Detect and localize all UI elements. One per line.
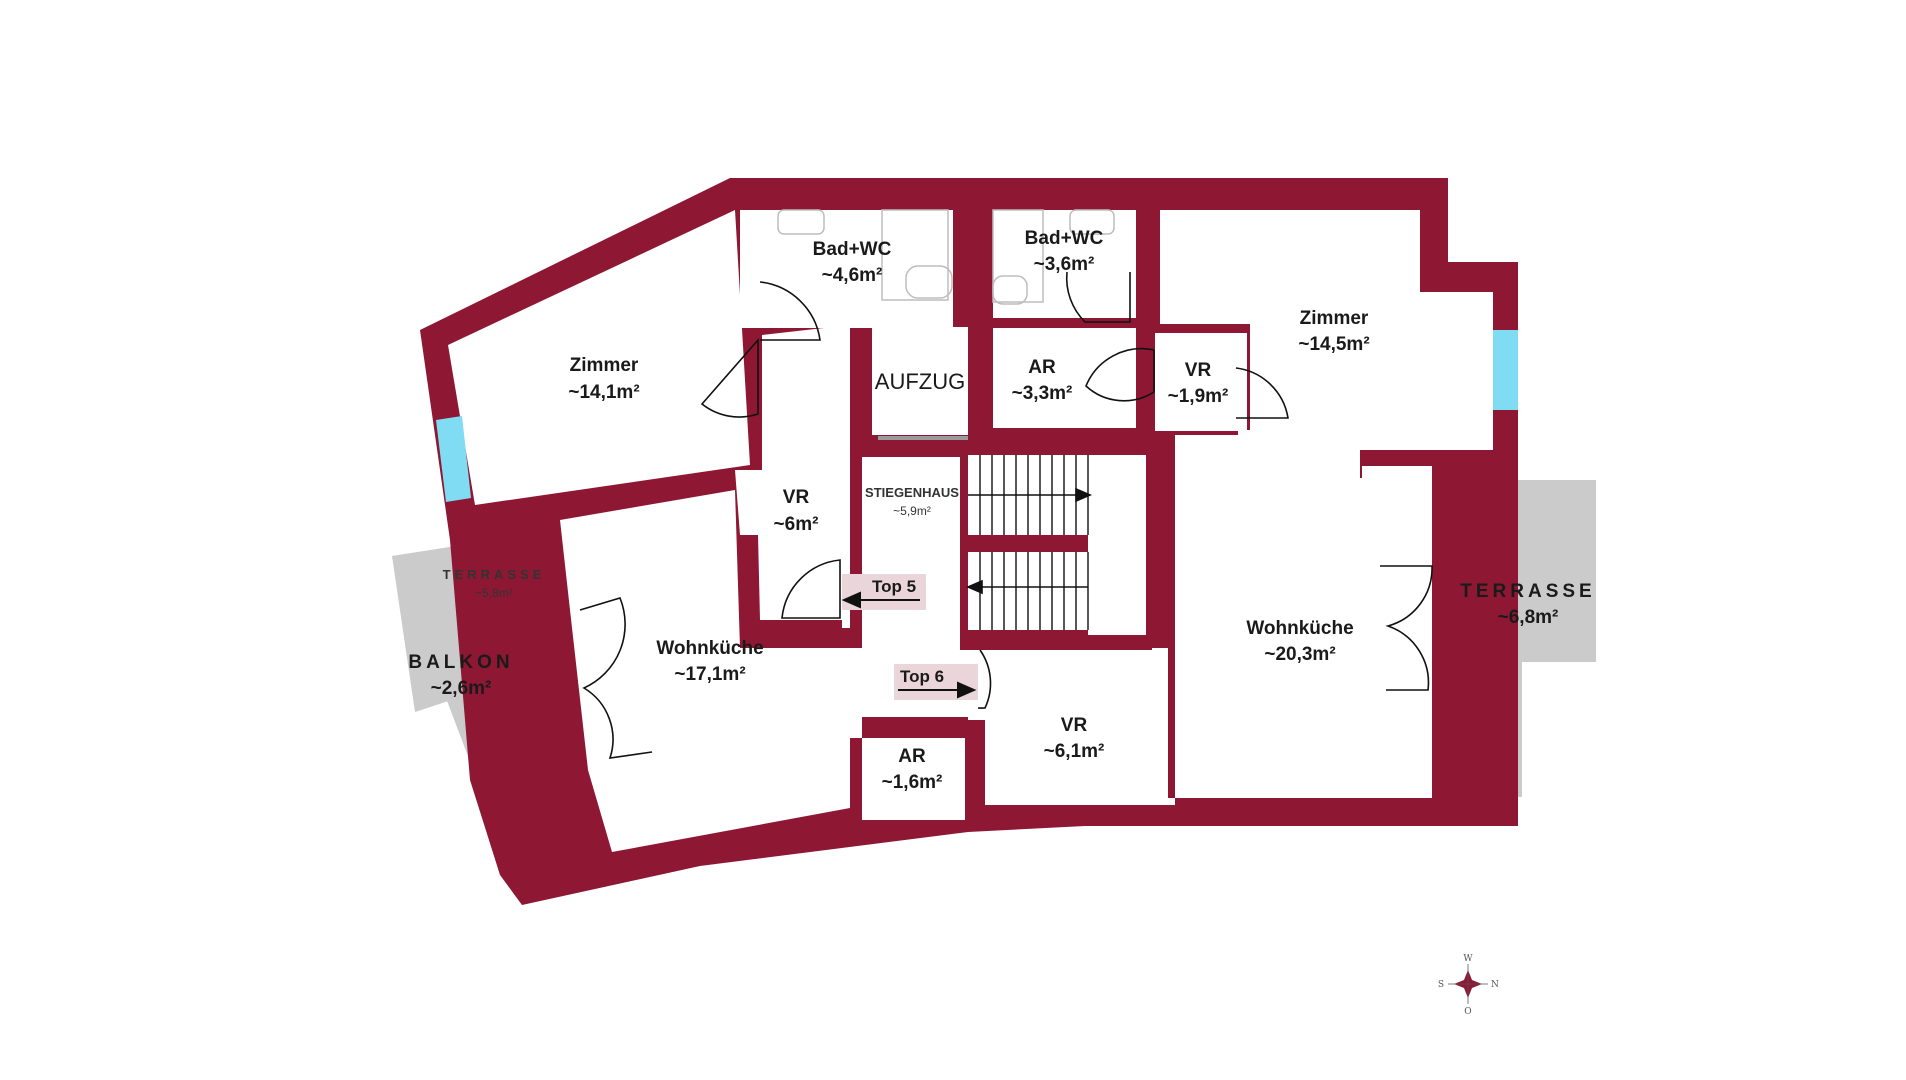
vr-bottom-name: VR <box>1061 715 1088 736</box>
terrasse-right-area: ~6,8m² <box>1498 607 1559 628</box>
vr-small-area: ~1,9m² <box>1168 386 1229 407</box>
compass-o: O <box>1464 1007 1471 1017</box>
stiegenhaus-name: STIEGENHAUS <box>865 485 959 500</box>
compass-n: N <box>1491 980 1499 990</box>
ar-top-name: AR <box>1028 357 1056 378</box>
aufzug-label: AUFZUG <box>875 369 965 394</box>
terrasse-right-name: TERRASSE <box>1460 581 1595 602</box>
window-right <box>1493 330 1518 410</box>
vr-left-area: ~6m² <box>774 514 819 535</box>
window-left <box>436 416 471 502</box>
door-swings <box>579 271 1433 759</box>
stairs-landing <box>1088 455 1146 635</box>
bad-right-area: ~3,6m² <box>1034 254 1095 275</box>
top6-arrow <box>898 681 977 699</box>
bad-right-name: Bad+WC <box>1025 228 1104 249</box>
compass-rose: W S N O <box>1438 954 1499 1017</box>
wohnkueche-right-name: Wohnküche <box>1246 618 1353 639</box>
room-floors <box>448 210 1493 852</box>
bathroom-fixtures <box>777 209 1115 305</box>
zimmer-right-name: Zimmer <box>1300 308 1369 329</box>
elevator-door-strip <box>878 436 968 440</box>
vr-small-name: VR <box>1185 360 1212 381</box>
terrasse-left-area: ~5,8m² <box>475 586 513 600</box>
terrasse-left-name: TERRASSE <box>443 567 546 582</box>
ar-top-area: ~3,3m² <box>1012 383 1073 404</box>
wohnkueche-left-name: Wohnküche <box>656 638 763 659</box>
compass-s: S <box>1438 980 1444 990</box>
top5-arrow <box>841 591 920 609</box>
ar-bottom-area: ~1,6m² <box>882 772 943 793</box>
zimmer-left-area: ~14,1m² <box>568 382 639 403</box>
zimmer-right-area: ~14,5m² <box>1298 334 1369 355</box>
bad-left-name: Bad+WC <box>813 239 892 260</box>
vr-bottom-area: ~6,1m² <box>1044 741 1105 762</box>
wohnkueche-right-area: ~20,3m² <box>1264 644 1335 665</box>
balkon-area: ~2,6m² <box>431 678 492 699</box>
bad-left-area: ~4,6m² <box>822 265 883 286</box>
top6-label: Top 6 <box>900 667 944 686</box>
vr-left-name: VR <box>783 487 810 508</box>
zimmer-left-name: Zimmer <box>570 355 639 376</box>
stiegenhaus-area: ~5,9m² <box>893 504 931 518</box>
top5-label: Top 5 <box>872 577 916 596</box>
wohnkueche-left-area: ~17,1m² <box>674 664 745 685</box>
stair-arrows <box>965 487 1093 595</box>
balkon-name: BALKON <box>408 652 513 673</box>
ar-bottom-name: AR <box>898 746 926 767</box>
compass-w: W <box>1463 954 1473 964</box>
